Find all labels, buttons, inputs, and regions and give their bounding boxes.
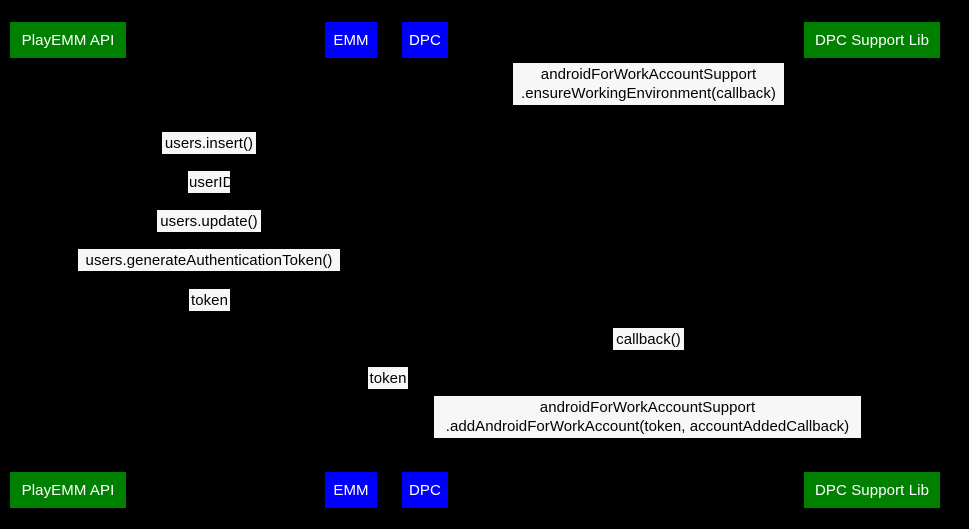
participant-header-dpc[interactable]: DPC <box>402 22 448 58</box>
participant-header-dpc-label: DPC <box>409 31 441 49</box>
message-add-android-for-work-account[interactable]: androidForWorkAccountSupport .addAndroid… <box>434 396 861 438</box>
participant-header-emm[interactable]: EMM <box>325 22 377 58</box>
participant-footer-emm-label: EMM <box>333 481 369 499</box>
lifeline-line-playemm-api <box>67 58 68 472</box>
participant-footer-dpc-label: DPC <box>409 481 441 499</box>
participant-header-dpc-support-lib[interactable]: DPC Support Lib <box>804 22 940 58</box>
participant-footer-dpc-support-lib-label: DPC Support Lib <box>814 481 930 499</box>
participant-footer-playemm-api[interactable]: PlayEMM API <box>10 472 126 508</box>
message-user-id[interactable]: userID <box>188 171 234 193</box>
participant-header-playemm-api-label: PlayEMM API <box>21 31 115 49</box>
message-add-android-for-work-account-text: androidForWorkAccountSupport .addAndroid… <box>445 399 850 435</box>
participant-footer-dpc-support-lib[interactable]: DPC Support Lib <box>804 472 940 508</box>
lifeline-line-dpc-support-lib <box>871 58 872 472</box>
message-users-generate-authentication-token-text: users.generateAuthenticationToken() <box>85 252 333 269</box>
message-users-insert[interactable]: users.insert() <box>162 132 256 154</box>
message-callback[interactable]: callback() <box>613 328 684 350</box>
participant-header-emm-label: EMM <box>333 31 369 49</box>
message-callback-text: callback() <box>616 331 681 348</box>
message-user-id-text: userID <box>189 174 234 191</box>
lifeline-line-dpc <box>424 58 425 472</box>
participant-footer-playemm-api-label: PlayEMM API <box>21 481 115 499</box>
participant-footer-emm[interactable]: EMM <box>325 472 377 508</box>
message-token-to-dpc-text: token <box>369 370 407 387</box>
message-users-generate-authentication-token[interactable]: users.generateAuthenticationToken() <box>78 249 340 271</box>
participant-header-playemm-api[interactable]: PlayEMM API <box>10 22 126 58</box>
message-token-to-emm[interactable]: token <box>189 289 230 311</box>
message-users-insert-text: users.insert() <box>164 135 254 152</box>
message-users-update[interactable]: users.update() <box>157 210 261 232</box>
message-token-to-dpc[interactable]: token <box>368 367 408 389</box>
message-token-to-emm-text: token <box>191 292 228 309</box>
message-users-update-text: users.update() <box>160 213 258 230</box>
participant-footer-dpc[interactable]: DPC <box>402 472 448 508</box>
participant-header-dpc-support-lib-label: DPC Support Lib <box>814 31 930 49</box>
message-ensure-working-environment-text: androidForWorkAccountSupport .ensureWork… <box>521 66 776 102</box>
lifeline-line-emm <box>350 58 351 472</box>
message-ensure-working-environment[interactable]: androidForWorkAccountSupport .ensureWork… <box>513 63 784 105</box>
